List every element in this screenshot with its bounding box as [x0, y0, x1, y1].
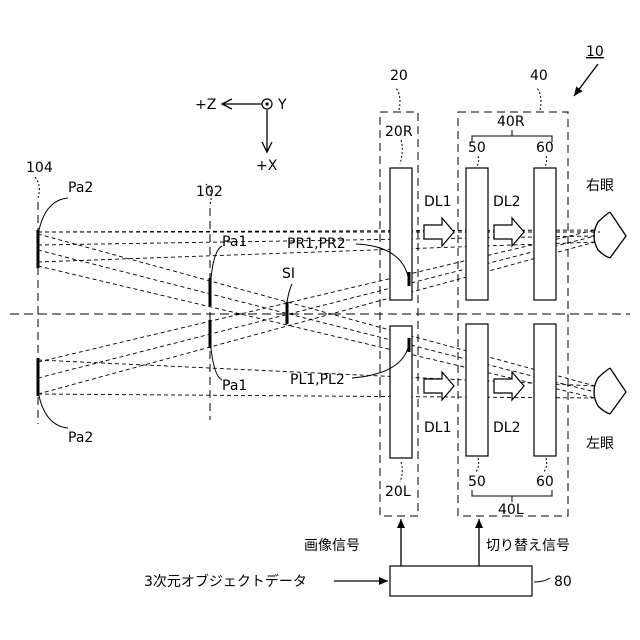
left-eye-label: 左眼 — [586, 436, 614, 452]
shutter-40-ref: 40 — [530, 68, 548, 84]
right-eye-label: 右眼 — [586, 178, 614, 194]
right-eye-icon — [594, 212, 626, 258]
dl1-right-label: DL1 — [424, 194, 452, 210]
controller-ref: 80 — [554, 574, 572, 590]
r60-label: 60 — [536, 140, 554, 156]
dl2-right-label: DL2 — [493, 194, 521, 210]
shutter-r60-panel — [534, 168, 556, 300]
display-20: 20 20R 20L PR1,PR2 PL1,PL2 — [287, 68, 418, 516]
group-40r-label: 40R — [497, 114, 525, 130]
pa2-lower-label: Pa2 — [68, 430, 93, 446]
input-data-label: 3次元オブジェクトデータ — [144, 573, 307, 590]
dl1-left-arrow-icon — [424, 372, 454, 400]
pa1-lower-label: Pa1 — [222, 378, 247, 394]
group-40l-label: 40L — [498, 502, 524, 518]
controller-box — [390, 566, 532, 596]
axis-z-label: +Z — [195, 97, 216, 113]
figure-ref-label: 10 — [586, 44, 604, 60]
l60-label: 60 — [536, 474, 554, 490]
left-eye-icon — [594, 368, 626, 414]
pl-points-label: PL1,PL2 — [290, 372, 345, 388]
shutter-40: 40 40R 50 60 50 60 40L — [458, 68, 568, 518]
plane-102-ref: 102 — [196, 184, 223, 200]
plane-104-ref: 104 — [26, 160, 53, 176]
pr-points-label: PR1,PR2 — [287, 236, 346, 252]
axis-y-label: Y — [277, 97, 287, 113]
shutter-l60-panel — [534, 324, 556, 456]
dl2-right-arrow-icon — [494, 218, 524, 246]
dl2-left-arrow-icon — [494, 372, 524, 400]
panel-20l-label: 20L — [385, 484, 411, 500]
l50-label: 50 — [468, 474, 486, 490]
switch-signal-label: 切り替え信号 — [486, 538, 570, 554]
dl1-right-arrow-icon — [424, 218, 454, 246]
plane-102: 102 Pa1 Pa1 — [196, 184, 247, 420]
shutter-l50-panel — [466, 324, 488, 456]
coordinate-axes: +Z Y +X — [195, 97, 287, 174]
display-20-ref: 20 — [390, 68, 408, 84]
plane-104: 104 Pa2 Pa2 — [26, 160, 93, 446]
figure-ref-arrow-icon — [574, 64, 598, 96]
controller-80: 80 3次元オブジェクトデータ 画像信号 切り替え信号 — [144, 519, 572, 596]
dl1-left-label: DL1 — [424, 420, 452, 436]
dl2-left-label: DL2 — [493, 420, 521, 436]
axis-x-label: +X — [256, 158, 278, 174]
panel-20r-label: 20R — [385, 124, 413, 140]
shutter-r50-panel — [466, 168, 488, 300]
pa2-upper-label: Pa2 — [68, 180, 93, 196]
r50-label: 50 — [468, 140, 486, 156]
image-signal-label: 画像信号 — [304, 538, 360, 554]
si-label: SI — [282, 266, 295, 282]
